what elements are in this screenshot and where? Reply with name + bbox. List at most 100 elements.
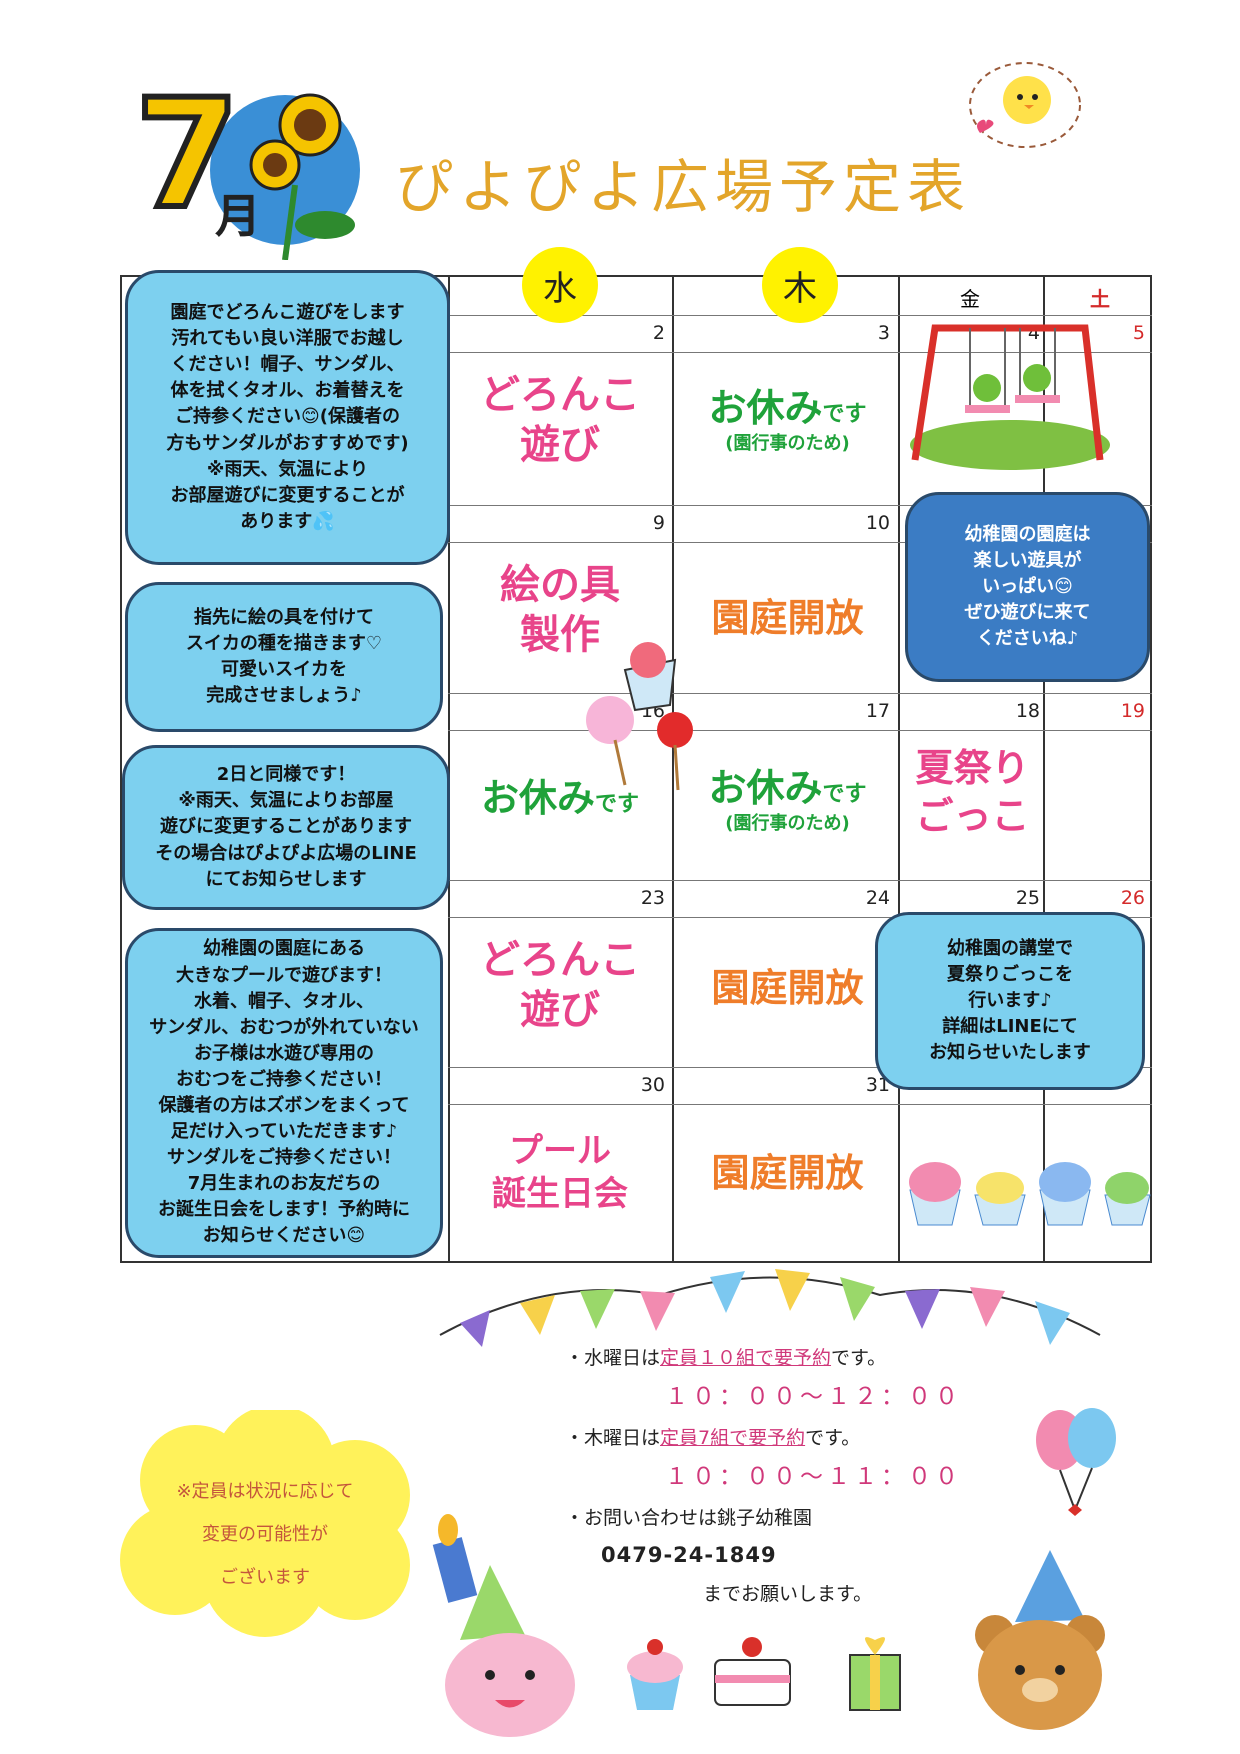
grid-line bbox=[448, 917, 1152, 918]
bunting-icon bbox=[430, 1255, 1110, 1355]
day-number: 2 bbox=[652, 322, 665, 344]
day-number: 10 bbox=[865, 512, 890, 534]
callout-w1: 園庭でどろんこ遊びをします 汚れてもい良い洋服でお越し ください！帽子、サンダル… bbox=[125, 270, 450, 565]
capacity-note: ※定員は状況に応じて 変更の可能性が ございます bbox=[130, 1470, 400, 1600]
bear-icon bbox=[960, 1530, 1120, 1740]
month-suffix: 月 bbox=[215, 189, 261, 243]
grid-line bbox=[448, 880, 1152, 881]
weekday-fri: 金 bbox=[960, 287, 980, 311]
day-number: 24 bbox=[865, 887, 890, 909]
day-number: 18 bbox=[1015, 700, 1040, 722]
callout-text: 幼稚園の園庭にある 大きなプールで遊びます！ 水着、帽子、タオル、 サンダル、お… bbox=[149, 938, 419, 1247]
event-line: どろんこ bbox=[480, 937, 640, 983]
grid-line bbox=[448, 1104, 1152, 1105]
weekday-thu: 木 bbox=[762, 247, 838, 323]
grid-line bbox=[448, 505, 1152, 506]
bunny-icon bbox=[430, 1545, 590, 1745]
cake-icon bbox=[714, 1637, 791, 1706]
party-items-icon bbox=[620, 1605, 920, 1725]
contact-line: ・お問い合わせは銚子幼稚園 bbox=[565, 1506, 813, 1529]
day-number: 25 bbox=[1015, 887, 1040, 909]
event-line: 製作 bbox=[520, 612, 600, 658]
callout-text: 2日と同様です！ ※雨天、気温によりお部屋 遊びに変更することがあります その場… bbox=[155, 764, 417, 890]
event-sub: (園行事のため) bbox=[725, 432, 850, 454]
calendar-grid bbox=[120, 275, 1152, 1263]
month-badge: 7 月 bbox=[132, 77, 370, 261]
reservation-info: ・水曜日は定員１０組で要予約です。 １０：００～１２：００ ・木曜日は定員7組で… bbox=[565, 1340, 962, 1612]
grid-line bbox=[672, 275, 674, 1263]
event-suffix: です bbox=[822, 402, 867, 427]
cupcake-icon bbox=[627, 1639, 683, 1710]
event-suffix: です bbox=[595, 792, 640, 817]
callout-text: 幼稚園の講堂で 夏祭りごっこを 行います♪ 詳細はLINEにて お知らせいたしま… bbox=[929, 937, 1091, 1064]
weekday-sat: 土 bbox=[1090, 287, 1110, 311]
cotton-candy-icon bbox=[586, 696, 634, 786]
note-line: ございます bbox=[220, 1567, 310, 1589]
grid-line bbox=[1043, 275, 1045, 1263]
day-number: 26 bbox=[1120, 887, 1145, 909]
phone-number: 0479-24-1849 bbox=[601, 1542, 777, 1567]
event-w2-thu: 園庭開放 bbox=[711, 596, 864, 640]
event-line: ごっこ bbox=[915, 793, 1030, 838]
day-number: 17 bbox=[865, 700, 890, 722]
candy-apple-icon bbox=[657, 712, 693, 791]
page-title: ぴよぴよ広場予定表 bbox=[395, 153, 972, 221]
event-w1-wed: どろんこ 遊び bbox=[460, 370, 660, 470]
event-w5-thu: 園庭開放 bbox=[711, 1151, 864, 1195]
callout-w3: 2日と同様です！ ※雨天、気温によりお部屋 遊びに変更することがあります その場… bbox=[122, 745, 450, 910]
grid-line bbox=[448, 693, 1152, 694]
info-text: です。 bbox=[831, 1347, 887, 1369]
event-w3-wed: お休みです bbox=[460, 775, 660, 823]
balloons-icon bbox=[1030, 1400, 1120, 1540]
event-line: 誕生日会 bbox=[492, 1173, 628, 1214]
closing-line: までお願いします。 bbox=[703, 1582, 873, 1605]
event-line: プール bbox=[509, 1131, 611, 1171]
wed-time: １０：００～１２：００ bbox=[665, 1384, 962, 1411]
event-w5-wed: プール 誕生日会 bbox=[460, 1130, 660, 1215]
day-number: 3 bbox=[877, 322, 890, 344]
wed-capacity: 定員１０組で要予約 bbox=[660, 1347, 832, 1369]
event-line: どろんこ bbox=[480, 372, 640, 418]
candle-icon bbox=[420, 1500, 490, 1610]
event-line: 遊び bbox=[520, 422, 600, 468]
event-w3-thu: お休みです (園行事のため) bbox=[680, 765, 895, 835]
callout-festival: 幼稚園の講堂で 夏祭りごっこを 行います♪ 詳細はLINEにて お知らせいたしま… bbox=[875, 912, 1145, 1090]
info-text: ・水曜日は bbox=[565, 1347, 661, 1369]
note-line: 変更の可能性が bbox=[202, 1524, 328, 1546]
note-cloud bbox=[115, 1405, 415, 1640]
grid-line bbox=[448, 1067, 1152, 1068]
event-w4-thu: 園庭開放 bbox=[711, 966, 864, 1010]
grid-line bbox=[448, 542, 1152, 543]
sunflower-icon bbox=[249, 93, 355, 261]
day-number: 5 bbox=[1132, 322, 1145, 344]
event-main: お休み bbox=[480, 776, 595, 820]
event-sub: (園行事のため) bbox=[725, 812, 850, 834]
event-suffix: です bbox=[822, 782, 867, 807]
day-number: 19 bbox=[1120, 700, 1145, 722]
thu-line: ・木曜日は定員7組で要予約です。 bbox=[565, 1420, 962, 1456]
day-number: 9 bbox=[652, 512, 665, 534]
grid-line bbox=[898, 275, 900, 1263]
event-w1-thu: お休みです (園行事のため) bbox=[680, 385, 895, 455]
thu-time: １０：００～１１：００ bbox=[665, 1463, 962, 1490]
weekday-wed: 水 bbox=[522, 247, 598, 323]
callout-w2: 指先に絵の具を付けて スイカの種を描きます♡ 可愛いスイカを 完成させましょう♪ bbox=[125, 582, 443, 732]
event-line: 絵の具 bbox=[500, 562, 620, 608]
swing-frogs-icon bbox=[905, 320, 1110, 470]
event-main: お休み bbox=[708, 766, 823, 810]
callout-text: 幼稚園の園庭は 楽しい遊具が いっぱい😊 ぜひ遊びに来て くださいね♪ bbox=[964, 523, 1091, 650]
shaved-ice-icon bbox=[623, 642, 677, 712]
event-w3-fri: 夏祭り ごっこ bbox=[900, 745, 1045, 840]
info-text: です。 bbox=[805, 1426, 861, 1449]
grid-line bbox=[448, 730, 1152, 731]
event-w2-wed: 絵の具 製作 bbox=[460, 560, 660, 660]
gift-icon bbox=[849, 1637, 901, 1711]
thu-capacity: 定員7組で要予約 bbox=[660, 1426, 806, 1449]
wed-line: ・水曜日は定員１０組で要予約です。 bbox=[565, 1340, 962, 1376]
note-line: ※定員は状況に応じて bbox=[176, 1481, 354, 1502]
grid-line bbox=[448, 352, 1152, 353]
callout-w4: 幼稚園の園庭にある 大きなプールで遊びます！ 水着、帽子、タオル、 サンダル、お… bbox=[125, 928, 443, 1258]
info-text: ・木曜日は bbox=[565, 1426, 661, 1449]
event-line: 遊び bbox=[520, 987, 600, 1033]
event-main: お休み bbox=[708, 386, 823, 430]
